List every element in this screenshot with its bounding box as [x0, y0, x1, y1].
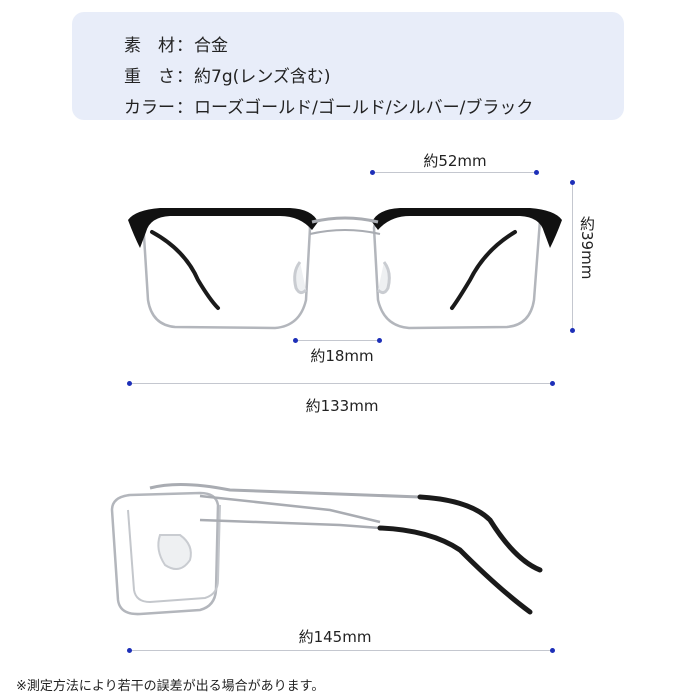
spec-color: カラー：ローズゴールド/ゴールド/シルバー/ブラック	[124, 98, 533, 118]
lens-width-label: 約52mm	[423, 152, 487, 170]
left-lens-rim	[141, 210, 312, 330]
bridge-top	[311, 216, 379, 224]
frame-width-line	[129, 383, 552, 384]
bridge-dot-left	[292, 337, 298, 343]
lens-height-label: 約39mm	[578, 216, 596, 280]
measurement-note: ※測定方法により若干の誤差が出る場合があります。	[16, 679, 325, 694]
lens-height-dot-bottom	[569, 327, 575, 333]
lens-width-dot-right	[533, 169, 539, 175]
side-browline-far	[149, 482, 421, 499]
lens-height-line	[572, 182, 573, 330]
spec-color-label: カラー	[124, 98, 175, 118]
spec-color-value: ローズゴールド/ゴールド/シルバー/ブラック	[194, 98, 534, 118]
bridge-label: 約18mm	[310, 347, 374, 365]
spec-weight-value: 約7g(レンズ含む)	[194, 67, 331, 87]
bridge-bottom	[309, 229, 381, 235]
side-temple-near	[199, 518, 381, 530]
right-temple-front	[450, 230, 517, 310]
side-temple-tip-near	[377, 525, 533, 615]
frame-width-dot-right	[549, 380, 555, 386]
spec-separator: ：	[176, 36, 193, 56]
spec-weight: 重 さ：約7g(レンズ含む)	[124, 67, 331, 87]
bridge-dot-right	[376, 337, 382, 343]
lens-width-line	[372, 172, 536, 173]
spec-separator: ：	[176, 98, 193, 118]
left-nose-pad	[293, 261, 308, 295]
spec-material: 素 材：合金	[124, 36, 228, 56]
lens-width-dot-left	[369, 169, 375, 175]
side-lens-rim-front	[127, 504, 221, 604]
left-temple-front	[150, 230, 220, 310]
frame-width-dot-left	[126, 380, 132, 386]
temple-length-line	[129, 650, 552, 651]
spec-separator: ：	[176, 67, 193, 87]
temple-length-label: 約145mm	[298, 628, 372, 646]
spec-box: 素 材：合金 重 さ：約7g(レンズ含む) カラー：ローズゴールド/ゴールド/シ…	[72, 12, 624, 120]
bridge-line	[295, 340, 379, 341]
right-browline	[372, 208, 562, 248]
side-temple-far	[199, 494, 381, 524]
spec-material-label: 素 材	[124, 36, 175, 56]
right-nose-pad	[376, 261, 391, 295]
left-browline	[128, 208, 318, 248]
spec-weight-label: 重 さ	[124, 67, 175, 87]
right-lens-rim	[372, 210, 542, 330]
temple-length-dot-left	[126, 647, 132, 653]
lens-height-dot-top	[569, 179, 575, 185]
side-temple-tip-far	[417, 494, 543, 573]
frame-width-label: 約133mm	[305, 397, 379, 415]
side-nose-pad	[157, 534, 192, 570]
temple-length-dot-right	[549, 647, 555, 653]
spec-material-value: 合金	[194, 36, 228, 56]
